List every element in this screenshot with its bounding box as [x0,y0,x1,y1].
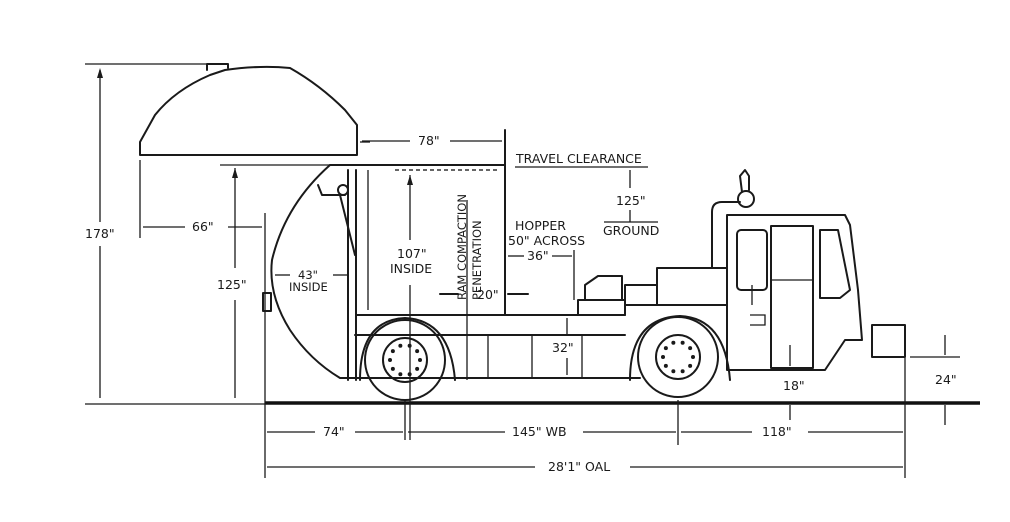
lug-nut [390,366,395,371]
battery-box [624,284,658,306]
tailgate-hinge-bracket [317,184,346,196]
lug-nut [663,363,668,368]
exhaust-muffler [737,190,755,208]
label-107: 107" [397,246,427,261]
lug-nut [688,363,693,368]
tail-light [262,292,272,312]
windshield [819,229,851,299]
label-ram-compaction: RAM COMPACTION [455,194,469,300]
label-66: 66" [192,219,214,234]
label-travel-clearance: TRAVEL CLEARANCE [515,151,642,166]
lug-nut [415,349,420,354]
engine-cover [584,275,623,301]
rear-tire [364,319,446,401]
hopper-lip [577,299,626,316]
lug-nut [418,358,422,362]
label-178: 178" [85,226,115,241]
label-32: 32" [552,340,574,355]
lug-nut [407,343,412,348]
cab-door [770,225,814,369]
raised-tailgate [139,65,358,156]
exhaust-pipe [711,201,741,269]
lug-nut [680,369,685,374]
label-43-inside: INSIDE [289,280,328,294]
lug-nut [671,340,676,345]
exhaust-tip [739,169,750,193]
label-125: 125" [217,277,247,292]
label-ground: GROUND [603,223,659,238]
lug-nut [407,372,412,377]
lug-nut [398,372,403,377]
label-overall-length: 28'1" OAL [548,459,610,474]
arrow-up-125 [232,168,238,178]
tailgate [270,164,356,379]
lug-nut [688,346,693,351]
label-travel-125: 125" [616,193,646,208]
lug-nut [388,358,392,362]
label-hopper: HOPPER [515,218,566,233]
lug-nut [671,369,676,374]
fuel-tank [656,267,728,306]
label-74: 74" [323,424,345,439]
lug-nut [390,349,395,354]
front-tire [637,316,719,398]
front-rim [655,334,701,380]
label-24: 24" [935,372,957,387]
cab-rear-window [736,229,768,291]
cab-step-handle [750,285,766,326]
label-36: 36" [527,248,549,263]
arrow-up-178 [97,68,103,78]
arrow-up-107 [407,175,413,185]
lug-nut [415,366,420,371]
lug-nut [680,340,685,345]
label-wheelbase: 145" WB [512,424,567,439]
rear-fender [359,317,456,381]
cab [726,214,863,371]
lug-nut [661,355,665,359]
label-hopper-across: 50" ACROSS [508,233,585,248]
hinge-pin [337,184,349,196]
label-107-inside: INSIDE [390,261,432,276]
rear-rim [382,337,428,383]
rear-lug-nuts [388,343,422,377]
lug-nut [398,343,403,348]
label-118: 118" [762,424,792,439]
lug-nut [691,355,695,359]
lug-nut [663,346,668,351]
label-ram-penetration: PENETRATION [470,220,484,300]
tailgate-latch [206,63,229,71]
label-18: 18" [783,378,805,393]
front-bumper [871,324,906,358]
front-fender [629,315,731,381]
label-78: 78" [418,133,440,148]
front-lug-nuts [661,340,695,374]
label-20: 20" [477,287,499,302]
label-43: 43" [298,268,318,282]
